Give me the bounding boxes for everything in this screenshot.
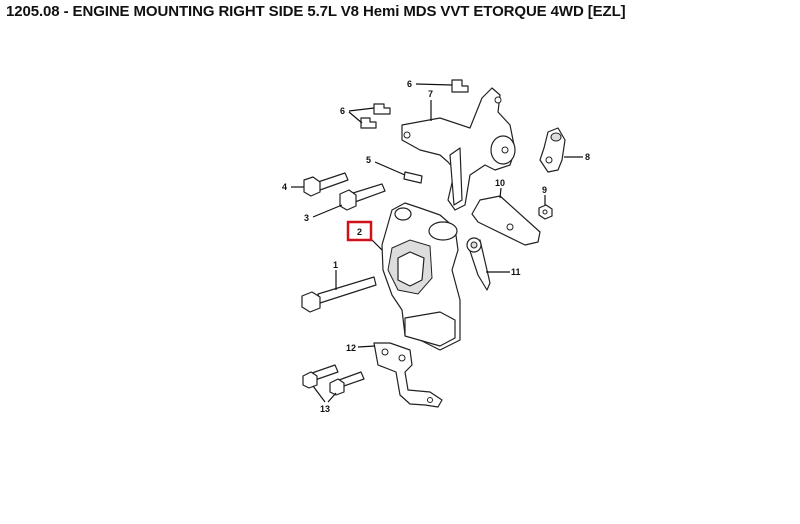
part-9-nut[interactable] (538, 204, 553, 220)
callout-2[interactable]: 2 (357, 227, 362, 237)
leader-lines (291, 83, 583, 403)
callout-13[interactable]: 13 (320, 404, 330, 414)
part-13-bolts[interactable] (302, 364, 365, 396)
part-8-clip[interactable] (539, 127, 566, 173)
callout-5[interactable]: 5 (366, 155, 371, 165)
part-12-bracket[interactable] (373, 342, 443, 408)
part-11-bracket[interactable] (466, 237, 491, 291)
part-5-stud[interactable] (403, 171, 423, 184)
callout-1[interactable]: 1 (333, 260, 338, 270)
callout-12[interactable]: 12 (346, 343, 356, 353)
part-10-plate[interactable] (471, 195, 541, 246)
callout-numbers: 6 6 7 8 5 4 3 9 10 2 11 1 12 13 (282, 79, 590, 414)
callout-10[interactable]: 10 (495, 178, 505, 188)
part-4-bolt[interactable] (303, 172, 349, 197)
callout-4[interactable]: 4 (282, 182, 287, 192)
page-title: 1205.08 - ENGINE MOUNTING RIGHT SIDE 5.7… (6, 3, 626, 20)
callout-3[interactable]: 3 (304, 213, 309, 223)
part-2-engine-mount[interactable] (381, 202, 461, 351)
callout-8[interactable]: 8 (585, 152, 590, 162)
callout-11[interactable]: 11 (511, 267, 521, 277)
callout-6-top[interactable]: 6 (407, 79, 412, 89)
part-1-bolt[interactable] (301, 276, 377, 313)
part-7-upper-bracket[interactable] (401, 87, 516, 211)
callout-7[interactable]: 7 (428, 89, 433, 99)
selected-part-highlight (346, 220, 373, 242)
callout-6-mid[interactable]: 6 (340, 106, 345, 116)
part-3-bolt[interactable] (339, 183, 386, 211)
part-6-bolts[interactable] (360, 79, 469, 129)
callout-9[interactable]: 9 (542, 185, 547, 195)
